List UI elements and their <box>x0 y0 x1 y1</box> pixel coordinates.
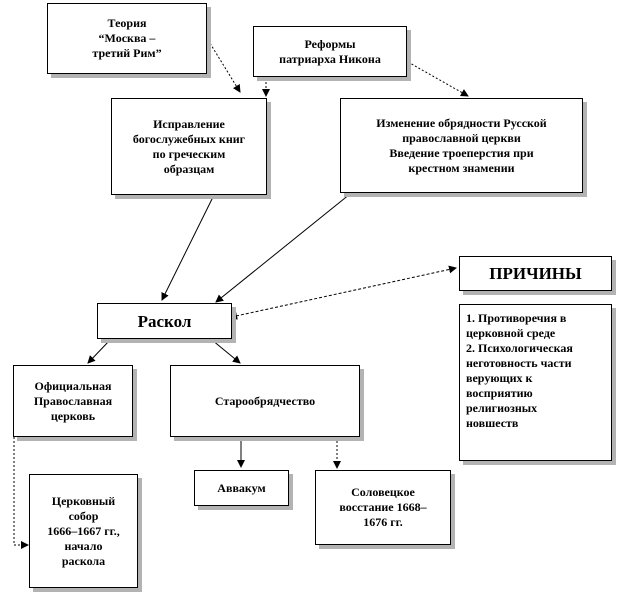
rites-change-line-3: Введение троеперстия при <box>389 145 534 160</box>
rites-change-line-1: Изменение обрядности Русской <box>376 115 547 130</box>
official-church-line-1: Официальная <box>34 378 112 393</box>
sobor-line-5: раскола <box>61 553 106 568</box>
books-correction-box: Исправление богослужебных книг по гречес… <box>111 98 267 195</box>
reasons-title-box: ПРИЧИНЫ <box>459 256 612 291</box>
link-nikon-rites <box>407 61 469 97</box>
link-rites-raskol <box>215 193 351 303</box>
books-correction-line-2: богослужебных книг <box>132 131 246 146</box>
solovki-box: Соловецкое восстание 1668– 1676 гг. <box>315 470 451 545</box>
solovki-line-1: Соловецкое <box>351 485 415 499</box>
sobor-line-4: начало <box>64 538 103 553</box>
books-correction-line-3: по греческим <box>152 146 226 161</box>
old-belief-box: Старообрядчество <box>170 365 360 437</box>
link-raskol-oldbelief <box>211 339 241 364</box>
books-correction-line-1: Исправление <box>153 116 225 131</box>
reasons-list-line-2: церковной среде <box>466 326 556 340</box>
avvakum-label: Аввакум <box>217 480 266 495</box>
link-moscow-books <box>207 39 241 93</box>
sobor-box: Церковный собор 1666–1667 гг., начало ра… <box>29 474 138 588</box>
moscow-theory-line-2: “Москва – <box>98 31 156 45</box>
reasons-title-label: ПРИЧИНЫ <box>489 264 582 283</box>
solovki-line-3: 1676 гг. <box>363 515 403 529</box>
solovki-line-2: восстание 1668– <box>339 500 427 514</box>
link-raskol-reasons <box>229 265 457 320</box>
old-belief-label: Старообрядчество <box>214 393 316 408</box>
reasons-list-line-3: 2. Психологическая <box>466 341 573 355</box>
link-raskol-official <box>87 339 111 364</box>
moscow-theory-line-1: Теория <box>107 16 147 30</box>
moscow-theory-line-3: третий Рим” <box>92 46 162 60</box>
official-church-line-2: Православная <box>33 393 113 408</box>
rites-change-line-2: православной церкви <box>402 130 521 145</box>
reasons-list-line-1: 1. Противоречия в <box>466 311 567 325</box>
raskol-label: Раскол <box>137 311 192 331</box>
rites-change-line-4: крестном знамении <box>408 160 515 175</box>
books-correction-line-4: образцам <box>163 161 215 176</box>
sobor-line-1: Церковный <box>51 493 116 508</box>
reasons-list-line-7: религиозных <box>466 401 538 415</box>
raskol-box: Раскол <box>97 303 232 339</box>
avvakum-box: Аввакум <box>194 470 289 506</box>
sobor-line-3: 1666–1667 гг., <box>47 523 120 538</box>
reasons-list-line-6: восприятию <box>466 386 533 400</box>
nikon-reforms-line-2: патриарха Никона <box>279 51 381 66</box>
nikon-reforms-box: Реформы патриарха Никона <box>253 26 407 77</box>
reasons-list-line-8: новшеств <box>466 416 519 430</box>
official-church-box: Официальная Православная церковь <box>13 365 133 437</box>
moscow-theory-box: Теория “Москва – третий Рим” <box>47 3 207 74</box>
reasons-list-line-4: неготовность части <box>466 356 572 370</box>
link-books-raskol <box>161 196 214 301</box>
sobor-line-2: собор <box>68 508 99 523</box>
rites-change-box: Изменение обрядности Русской православно… <box>340 98 583 193</box>
nikon-reforms-line-1: Реформы <box>304 36 356 51</box>
official-church-line-3: церковь <box>50 408 96 423</box>
reasons-list-box: 1. Противоречия в церковной среде 2. Пси… <box>459 304 612 461</box>
reasons-list-line-5: верующих к <box>466 371 533 385</box>
